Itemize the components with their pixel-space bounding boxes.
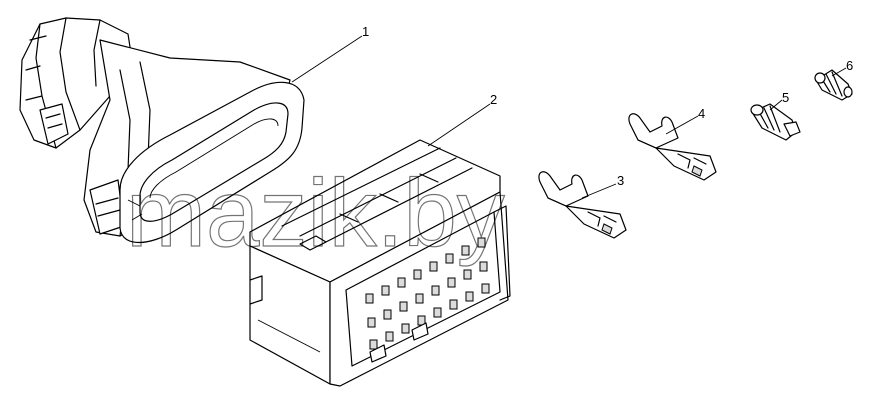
part-3-terminal [538, 171, 627, 239]
callout-1: 1 [362, 24, 369, 39]
callout-6: 6 [846, 58, 853, 73]
watermark-text: mazik.by [126, 160, 505, 267]
callout-2: 2 [490, 92, 497, 107]
part-5-wire-seal [750, 103, 801, 141]
callout-3: 3 [617, 173, 624, 188]
part-6-cavity-plug [814, 69, 853, 101]
leader-lines [291, 35, 847, 199]
callout-5: 5 [782, 90, 789, 105]
part-4-terminal [628, 113, 717, 181]
part-1-connector-boot [19, 17, 305, 243]
callout-4: 4 [698, 106, 705, 121]
part-2-connector-housing [249, 139, 511, 387]
part-2-terminal-cavities [365, 237, 490, 363]
